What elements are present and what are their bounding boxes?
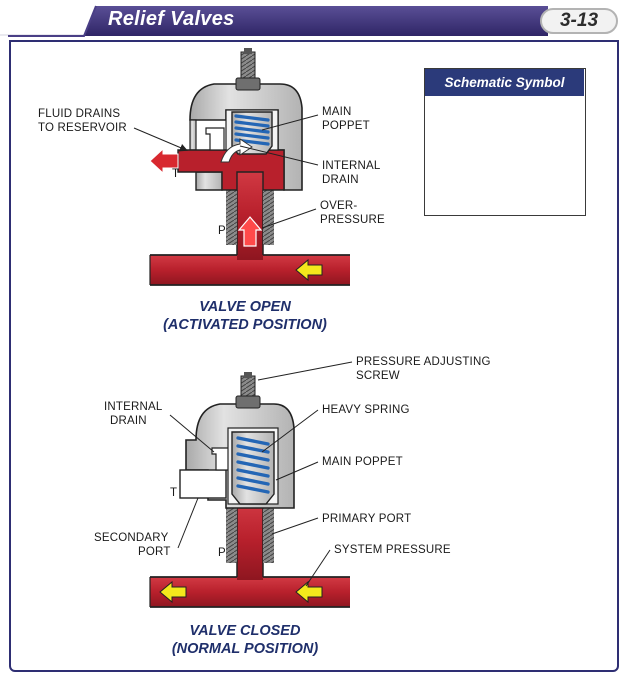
schematic-symbol-title: Schematic Symbol bbox=[425, 69, 584, 96]
lock-nut-open bbox=[235, 77, 261, 91]
label-overpressure-line2: PRESSURE bbox=[320, 214, 385, 226]
heavy-spring-closed bbox=[236, 436, 270, 494]
label-main-poppet-line2: POPPET bbox=[322, 120, 370, 132]
caption-normal-position: (NORMAL POSITION) bbox=[171, 641, 319, 657]
label-internal-drain-open-line1: INTERNAL bbox=[322, 160, 381, 172]
label-secondary-port-line2: PORT bbox=[138, 546, 171, 558]
system-flow-arrow-closed-right bbox=[295, 580, 323, 604]
fluid-chamber-open bbox=[177, 149, 285, 191]
label-main-poppet-closed: MAIN POPPET bbox=[322, 456, 403, 468]
valve-open-illustration bbox=[133, 48, 350, 286]
diagram-panel bbox=[9, 40, 619, 672]
label-fluid-drains-line1: FLUID DRAINS bbox=[38, 108, 121, 120]
caption-valve-closed: VALVE CLOSED bbox=[189, 623, 301, 639]
label-port-p-open: P bbox=[218, 225, 226, 237]
internal-drain-passage-open bbox=[205, 127, 225, 151]
threads-left-open bbox=[226, 190, 237, 245]
system-flow-arrow-open bbox=[295, 258, 323, 282]
flow-curve-arrow-open bbox=[220, 138, 253, 163]
page-number-badge: 3-13 bbox=[540, 8, 618, 34]
caption-valve-open: VALVE OPEN bbox=[199, 299, 291, 315]
threads-left-closed bbox=[226, 508, 237, 563]
label-primary-port: PRIMARY PORT bbox=[322, 513, 412, 525]
label-main-poppet-line1: MAIN bbox=[322, 106, 352, 118]
header-bar bbox=[0, 5, 548, 37]
drain-arrow-open bbox=[149, 147, 179, 175]
label-system-pressure: SYSTEM PRESSURE bbox=[334, 544, 451, 556]
valve-closed-illustration bbox=[149, 361, 353, 608]
lock-nut-closed bbox=[235, 395, 261, 409]
threads-right-closed bbox=[263, 508, 274, 563]
label-pressure-adjusting-line1: PRESSURE ADJUSTING bbox=[356, 356, 491, 368]
label-secondary-port-line1: SECONDARY bbox=[94, 532, 169, 544]
label-internal-drain-closed-line2: DRAIN bbox=[110, 415, 147, 427]
schematic-symbol-box: Schematic Symbol bbox=[424, 68, 586, 216]
label-port-t-open: T bbox=[172, 168, 180, 180]
caption-activated-position: (ACTIVATED POSITION) bbox=[163, 317, 327, 333]
label-pressure-adjusting-line2: SCREW bbox=[356, 370, 400, 382]
label-port-p-closed: P bbox=[218, 547, 226, 559]
label-fluid-drains-line2: TO RESERVOIR bbox=[38, 122, 127, 134]
threads-right-open bbox=[263, 190, 274, 245]
spring-open bbox=[234, 114, 270, 146]
secondary-port-closed bbox=[179, 469, 227, 499]
pressure-line-closed bbox=[237, 500, 263, 580]
overpressure-arrow-open bbox=[237, 216, 263, 247]
label-internal-drain-closed-line1: INTERNAL bbox=[104, 401, 163, 413]
label-port-t-closed: T bbox=[170, 487, 178, 499]
system-flow-arrow-closed-left bbox=[159, 580, 187, 604]
label-internal-drain-open-line2: DRAIN bbox=[322, 174, 359, 186]
label-heavy-spring: HEAVY SPRING bbox=[322, 404, 410, 416]
page-title: Relief Valves bbox=[108, 8, 235, 30]
label-overpressure-line1: OVER- bbox=[320, 200, 358, 212]
